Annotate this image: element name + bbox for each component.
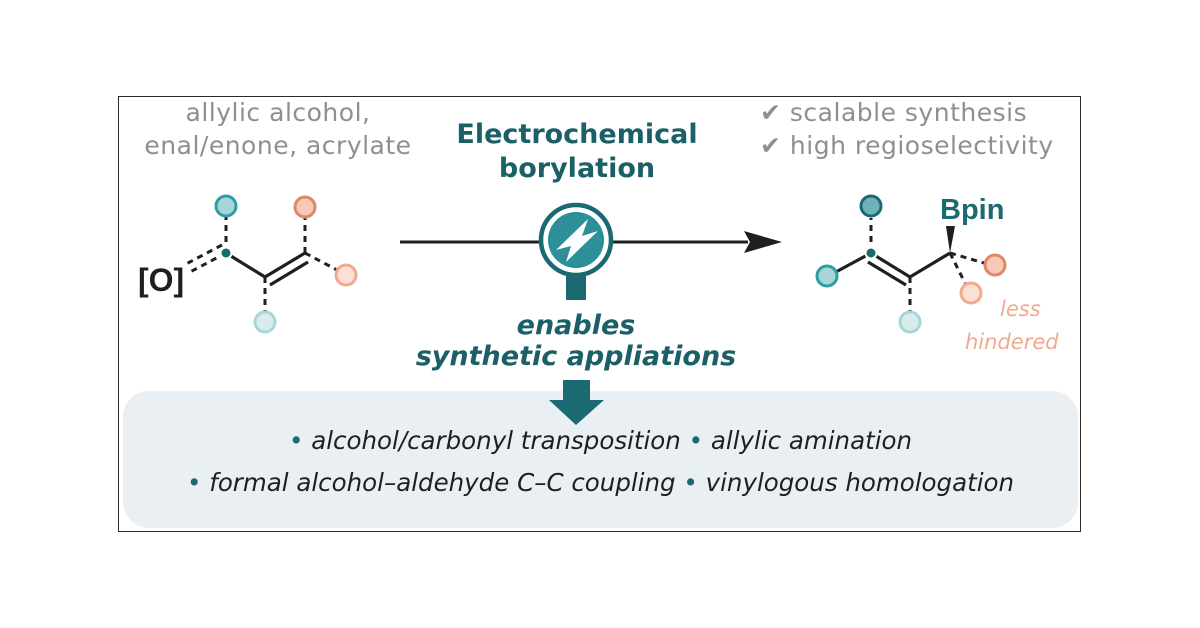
feature-regioselectivity: ✔ high regioselectivity [760,129,1054,162]
down-arrow-icon [549,380,604,425]
application-item: vinylogous homologation [705,468,1015,497]
bullet-icon: • [186,468,202,497]
feature-regioselectivity-text: high regioselectivity [789,131,1054,160]
enables-line1: enables [516,310,636,341]
application-item: formal alcohol–aldehyde C–C coupling [209,468,676,497]
bullet-icon: • [288,426,304,455]
substituent-circle [898,310,922,334]
substituent-circle [334,263,358,287]
applications-row-2: • formal alcohol–aldehyde C–C coupling •… [123,468,1078,497]
substituent-circle [815,264,839,288]
substrate-molecule [185,194,358,334]
bullet-icon: • [683,468,698,497]
substrate-label-line2: enal/enone, acrylate [144,131,412,160]
reaction-arrow-icon [400,231,782,253]
application-item: alcohol/carbonyl transposition [311,426,681,455]
bullet-icon: • [688,426,704,455]
method-title: Electrochemical borylation [427,118,727,186]
oxidant-label: [O] [138,262,184,298]
less-hindered-line1: less [1000,297,1041,321]
less-hindered-line2: hindered [965,330,1059,354]
features-list: ✔ scalable synthesis ✔ high regioselecti… [760,96,1054,162]
substrate-label-line1: allylic alcohol, [185,98,371,127]
feature-scalable-text: scalable synthesis [789,98,1028,127]
substituent-circle [859,194,883,218]
boron-label: Bpin [940,194,1004,226]
enables-label: enables synthetic appliations [396,310,756,372]
substituent-circle [214,194,238,218]
substituent-circle [983,253,1007,277]
substituent-circle [253,310,277,334]
enables-line2: synthetic appliations [415,341,737,372]
electrode-lightning-icon [538,202,614,300]
applications-panel [123,391,1078,528]
feature-scalable: ✔ scalable synthesis [760,96,1054,129]
check-icon: ✔ [760,131,782,160]
method-title-line1: Electrochemical [456,119,698,150]
product-molecule [815,194,1007,334]
application-item: allylic amination [710,426,913,455]
substituent-circle [959,281,983,305]
applications-row-1: • alcohol/carbonyl transposition • allyl… [123,426,1078,455]
substituent-circle [293,195,317,219]
method-title-line2: borylation [498,153,656,184]
substrate-label: allylic alcohol, enal/enone, acrylate [128,96,428,162]
check-icon: ✔ [760,98,782,127]
